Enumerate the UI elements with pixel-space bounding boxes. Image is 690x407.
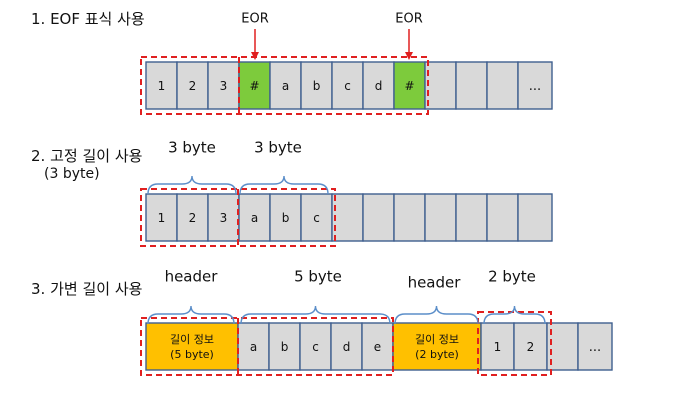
s1-cell-1 — [176, 61, 209, 110]
s1-cell-5 — [300, 61, 333, 110]
s3-brace-3 — [483, 305, 546, 325]
s3-brace-label-1: 5 byte — [294, 268, 342, 286]
s1-cell-2-label: 3 — [220, 79, 228, 93]
s1-cell-12 — [517, 61, 553, 110]
s1-cell-2 — [207, 61, 240, 110]
s1-cell-6 — [331, 61, 364, 110]
s3-cell-4-label: e — [374, 340, 381, 354]
section-2-subtitle: (3 byte) — [44, 166, 100, 182]
section-3-title: 3. 가변 길이 사용 — [31, 280, 143, 298]
s1-cell-10 — [455, 61, 488, 110]
s2-cell-12 — [517, 193, 553, 242]
s2-cell-5 — [300, 193, 333, 242]
s3-cell-1 — [268, 322, 301, 371]
s1-cell-7 — [362, 61, 395, 110]
s2-cell-4 — [269, 193, 302, 242]
s2-brace-1 — [239, 175, 329, 195]
s3-brace-0 — [147, 305, 235, 325]
s3-brace-2 — [394, 305, 479, 325]
s1-cell-12-label: ... — [529, 79, 541, 94]
s2-cell-5-label: c — [313, 211, 320, 225]
s1-cell-7-label: d — [375, 79, 383, 93]
s1-cell-9 — [424, 61, 457, 110]
s1-eor-arrowhead-1 — [405, 52, 413, 60]
s2-cell-1-label: 2 — [189, 211, 197, 225]
s1-cell-3-label: # — [249, 79, 259, 93]
s3-brace-label-0: header — [165, 268, 219, 286]
s1-eor-label-0: EOR — [241, 12, 268, 27]
s3-cell-0-label: a — [250, 340, 257, 354]
s3-header-box-1-line-0: 길이 정보 — [415, 333, 459, 346]
s1-cell-4-label: a — [282, 79, 289, 93]
s3-cell-8-label: ... — [589, 340, 601, 355]
s1-cell-11 — [486, 61, 519, 110]
s2-cell-0-label: 1 — [158, 211, 166, 225]
s2-cell-9 — [424, 193, 457, 242]
s3-header-box-0 — [145, 322, 239, 371]
s3-brace-1 — [240, 305, 391, 325]
s3-brace-label-2: header — [408, 274, 462, 292]
s3-header-box-1 — [392, 322, 482, 371]
s3-cell-5-label: 1 — [494, 340, 502, 354]
s3-cell-2-label: c — [312, 340, 319, 354]
s3-header-box-0-line-1: (5 byte) — [170, 348, 214, 361]
s2-cell-4-label: b — [282, 211, 290, 225]
s2-cell-11 — [486, 193, 519, 242]
s1-cell-1-label: 2 — [189, 79, 197, 93]
s3-cell-4 — [361, 322, 394, 371]
s2-brace-label-1: 3 byte — [254, 139, 302, 157]
s3-brace-label-3: 2 byte — [488, 268, 536, 286]
s3-record-dashed-box-0 — [140, 317, 394, 376]
s2-brace-0 — [147, 175, 237, 195]
section-1-title: 1. EOF 표식 사용 — [31, 10, 145, 28]
s2-cell-2-label: 3 — [220, 211, 228, 225]
s2-cell-3-label: a — [251, 211, 258, 225]
s2-cell-2 — [207, 193, 240, 242]
s2-brace-label-0: 3 byte — [168, 139, 216, 157]
s2-cell-7 — [362, 193, 395, 242]
s3-header-box-1-line-1: (2 byte) — [415, 348, 459, 361]
s1-record-dashed-box — [140, 56, 429, 115]
section-2-title: 2. 고정 길이 사용 — [31, 147, 143, 165]
s3-header-box-0-line-0: 길이 정보 — [170, 333, 214, 346]
s1-cell-4 — [269, 61, 302, 110]
s1-cell-0-label: 1 — [158, 79, 166, 93]
s2-cell-8 — [393, 193, 426, 242]
s3-cell-1-label: b — [281, 340, 289, 354]
s3-cell-0 — [237, 322, 270, 371]
s2-cell-10 — [455, 193, 488, 242]
s1-cell-8-label: # — [404, 79, 414, 93]
s3-cell-3-label: d — [343, 340, 351, 354]
s2-cell-6 — [331, 193, 364, 242]
s1-eor-arrowhead-0 — [251, 52, 259, 60]
s2-cell-1 — [176, 193, 209, 242]
s3-cell-7 — [546, 322, 579, 371]
s1-cell-6-label: c — [344, 79, 351, 93]
s3-cell-3 — [330, 322, 363, 371]
s3-record-dashed-box-1 — [477, 311, 552, 376]
s3-cell-6-label: 2 — [527, 340, 535, 354]
s3-cell-8 — [577, 322, 613, 371]
s1-cell-5-label: b — [313, 79, 321, 93]
s2-record-dashed-box — [140, 188, 336, 247]
s1-eor-label-1: EOR — [395, 12, 422, 27]
